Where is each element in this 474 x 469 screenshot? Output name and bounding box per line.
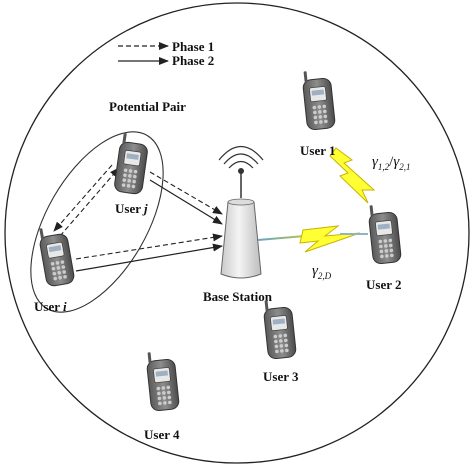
- phone-user-2: [367, 202, 403, 265]
- phone-user-j: [113, 131, 151, 196]
- user-4-label: User 4: [144, 427, 180, 442]
- phone-user-i: [36, 223, 76, 288]
- gamma-2d-label: γ2,D: [312, 263, 332, 281]
- gamma-12-21-label: γ1,2/γ2,1: [372, 154, 411, 172]
- link-user1-user2: [329, 147, 376, 204]
- cell-boundary: [4, 2, 470, 464]
- pair-links: [53, 164, 120, 237]
- base-station-label: Base Station: [203, 289, 273, 304]
- link-i-to-bs-dashed: [75, 233, 223, 260]
- base-station: [218, 145, 264, 279]
- user-1-label: User 1: [300, 143, 336, 158]
- link-j-to-bs-solid: [149, 179, 223, 225]
- link-i-to-bs-solid: [75, 243, 223, 272]
- potential-pair-ellipse: [30, 131, 164, 313]
- link-j-to-bs-dashed: [149, 171, 223, 215]
- link-j-to-i-phase1: [53, 164, 113, 232]
- direct-link-bs-user2: [257, 225, 368, 253]
- link-i-to-j-phase1: [59, 167, 120, 237]
- user-3-label: User 3: [263, 369, 299, 384]
- phone-user-3: [262, 297, 298, 360]
- user-i-label: User i: [34, 299, 67, 314]
- user-j-label: User j: [115, 201, 148, 216]
- potential-pair-label: Potential Pair: [109, 99, 186, 114]
- legend-phase1-label: Phase 1: [172, 39, 214, 54]
- legend: Phase 1 Phase 2: [118, 39, 214, 68]
- bs-links: [75, 171, 223, 272]
- legend-phase2-label: Phase 2: [172, 53, 214, 68]
- phone-user-1: [301, 68, 337, 131]
- phone-user-4: [145, 349, 181, 412]
- user-2-label: User 2: [366, 277, 402, 292]
